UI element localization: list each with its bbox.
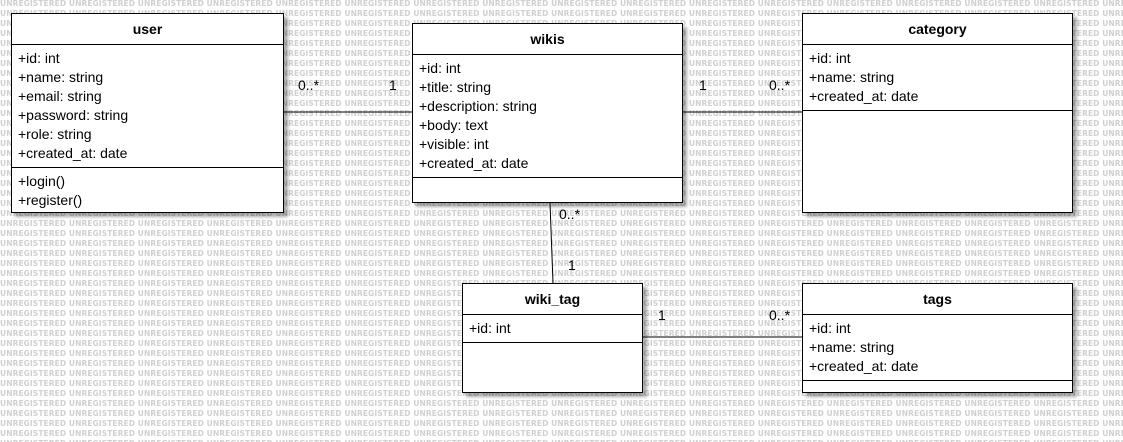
attribute: +name: string bbox=[809, 339, 895, 355]
attribute: +created_at: date bbox=[809, 88, 919, 104]
watermark-row: UNREGISTERED UNREGISTERED UNREGISTERED U… bbox=[0, 419, 1123, 428]
class-category-name: category bbox=[803, 14, 1072, 45]
class-wiki-tag-name: wiki_tag bbox=[463, 284, 642, 315]
watermark-row: UNREGISTERED UNREGISTERED UNREGISTERED U… bbox=[0, 9, 1123, 18]
watermark-row: UNREGISTERED UNREGISTERED UNREGISTERED U… bbox=[0, 219, 1123, 228]
watermark-row: UNREGISTERED UNREGISTERED UNREGISTERED U… bbox=[0, 439, 1123, 442]
watermark-row: UNREGISTERED UNREGISTERED UNREGISTERED U… bbox=[0, 399, 1123, 408]
attribute: +created_at: date bbox=[809, 358, 919, 374]
multiplicity-wikitag-tags-wikitag-end: 1 bbox=[658, 307, 666, 323]
attribute: +password: string bbox=[18, 107, 129, 123]
class-category-attributes: +id: int +name: string +created_at: date bbox=[803, 45, 1072, 111]
multiplicity-user-wikis-user-end: 0..* bbox=[298, 77, 320, 93]
watermark-row: UNREGISTERED UNREGISTERED UNREGISTERED U… bbox=[0, 269, 1123, 278]
multiplicity-user-wikis-wikis-end: 1 bbox=[389, 77, 397, 93]
attribute: +created_at: date bbox=[419, 155, 529, 171]
association-wikis-wiki-tag bbox=[549, 202, 554, 284]
watermark-row: UNREGISTERED UNREGISTERED UNREGISTERED U… bbox=[0, 429, 1123, 438]
class-user[interactable]: user +id: int +name: string +email: stri… bbox=[11, 13, 284, 213]
watermark-row: UNREGISTERED UNREGISTERED UNREGISTERED U… bbox=[0, 209, 1123, 218]
class-category[interactable]: category +id: int +name: string +created… bbox=[802, 13, 1073, 213]
watermark-row: UNREGISTERED UNREGISTERED UNREGISTERED U… bbox=[0, 229, 1123, 238]
watermark-row: UNREGISTERED UNREGISTERED UNREGISTERED U… bbox=[0, 249, 1123, 258]
class-tags-attributes: +id: int +name: string +created_at: date bbox=[803, 315, 1072, 381]
attribute: +id: int bbox=[419, 60, 461, 76]
attribute: +id: int bbox=[809, 50, 851, 66]
class-category-operations bbox=[803, 111, 1072, 119]
class-wiki-tag[interactable]: wiki_tag +id: int bbox=[462, 283, 643, 393]
multiplicity-wikitag-tags-tags-end: 0..* bbox=[769, 307, 791, 323]
attribute: +title: string bbox=[419, 79, 491, 95]
watermark-row: UNREGISTERED UNREGISTERED UNREGISTERED U… bbox=[0, 239, 1123, 248]
attribute: +name: string bbox=[18, 69, 104, 85]
watermark-row: UNREGISTERED UNREGISTERED UNREGISTERED U… bbox=[0, 259, 1123, 268]
watermark-row: UNREGISTERED UNREGISTERED UNREGISTERED U… bbox=[0, 199, 1123, 208]
class-wiki-tag-attributes: +id: int bbox=[463, 315, 642, 343]
operation: +register() bbox=[18, 192, 83, 208]
attribute: +description: string bbox=[419, 98, 537, 114]
multiplicity-wikis-wikitag-wikitag-end: 1 bbox=[568, 257, 576, 273]
class-user-name: user bbox=[12, 14, 283, 45]
class-wikis[interactable]: wikis +id: int +title: string +descripti… bbox=[412, 23, 683, 203]
class-wikis-attributes: +id: int +title: string +description: st… bbox=[413, 55, 682, 178]
watermark-row: UNREGISTERED UNREGISTERED UNREGISTERED U… bbox=[0, 409, 1123, 418]
class-wikis-name: wikis bbox=[413, 24, 682, 55]
class-tags-name: tags bbox=[803, 284, 1072, 315]
class-wiki-tag-operations bbox=[463, 343, 642, 351]
attribute: +body: text bbox=[419, 117, 488, 133]
class-user-operations: +login() +register() bbox=[12, 168, 283, 214]
operation: +login() bbox=[18, 173, 66, 189]
watermark-row: UNREGISTERED UNREGISTERED UNREGISTERED U… bbox=[0, 389, 1123, 398]
attribute: +id: int bbox=[18, 50, 60, 66]
watermark-row: UNREGISTERED UNREGISTERED UNREGISTERED U… bbox=[0, 0, 1123, 8]
class-tags[interactable]: tags +id: int +name: string +created_at:… bbox=[802, 283, 1073, 393]
attribute: +id: int bbox=[809, 320, 851, 336]
attribute: +visible: int bbox=[419, 136, 489, 152]
attribute: +role: string bbox=[18, 126, 92, 142]
multiplicity-wikis-category-category-end: 0..* bbox=[769, 77, 791, 93]
attribute: +email: string bbox=[18, 88, 102, 104]
attribute: +created_at: date bbox=[18, 145, 128, 161]
attribute: +name: string bbox=[809, 69, 895, 85]
class-user-attributes: +id: int +name: string +email: string +p… bbox=[12, 45, 283, 168]
class-wikis-operations bbox=[413, 178, 682, 186]
attribute: +id: int bbox=[469, 320, 511, 336]
class-tags-operations bbox=[803, 381, 1072, 389]
multiplicity-wikis-category-wikis-end: 1 bbox=[699, 77, 707, 93]
multiplicity-wikis-wikitag-wikis-end: 0..* bbox=[559, 206, 581, 222]
